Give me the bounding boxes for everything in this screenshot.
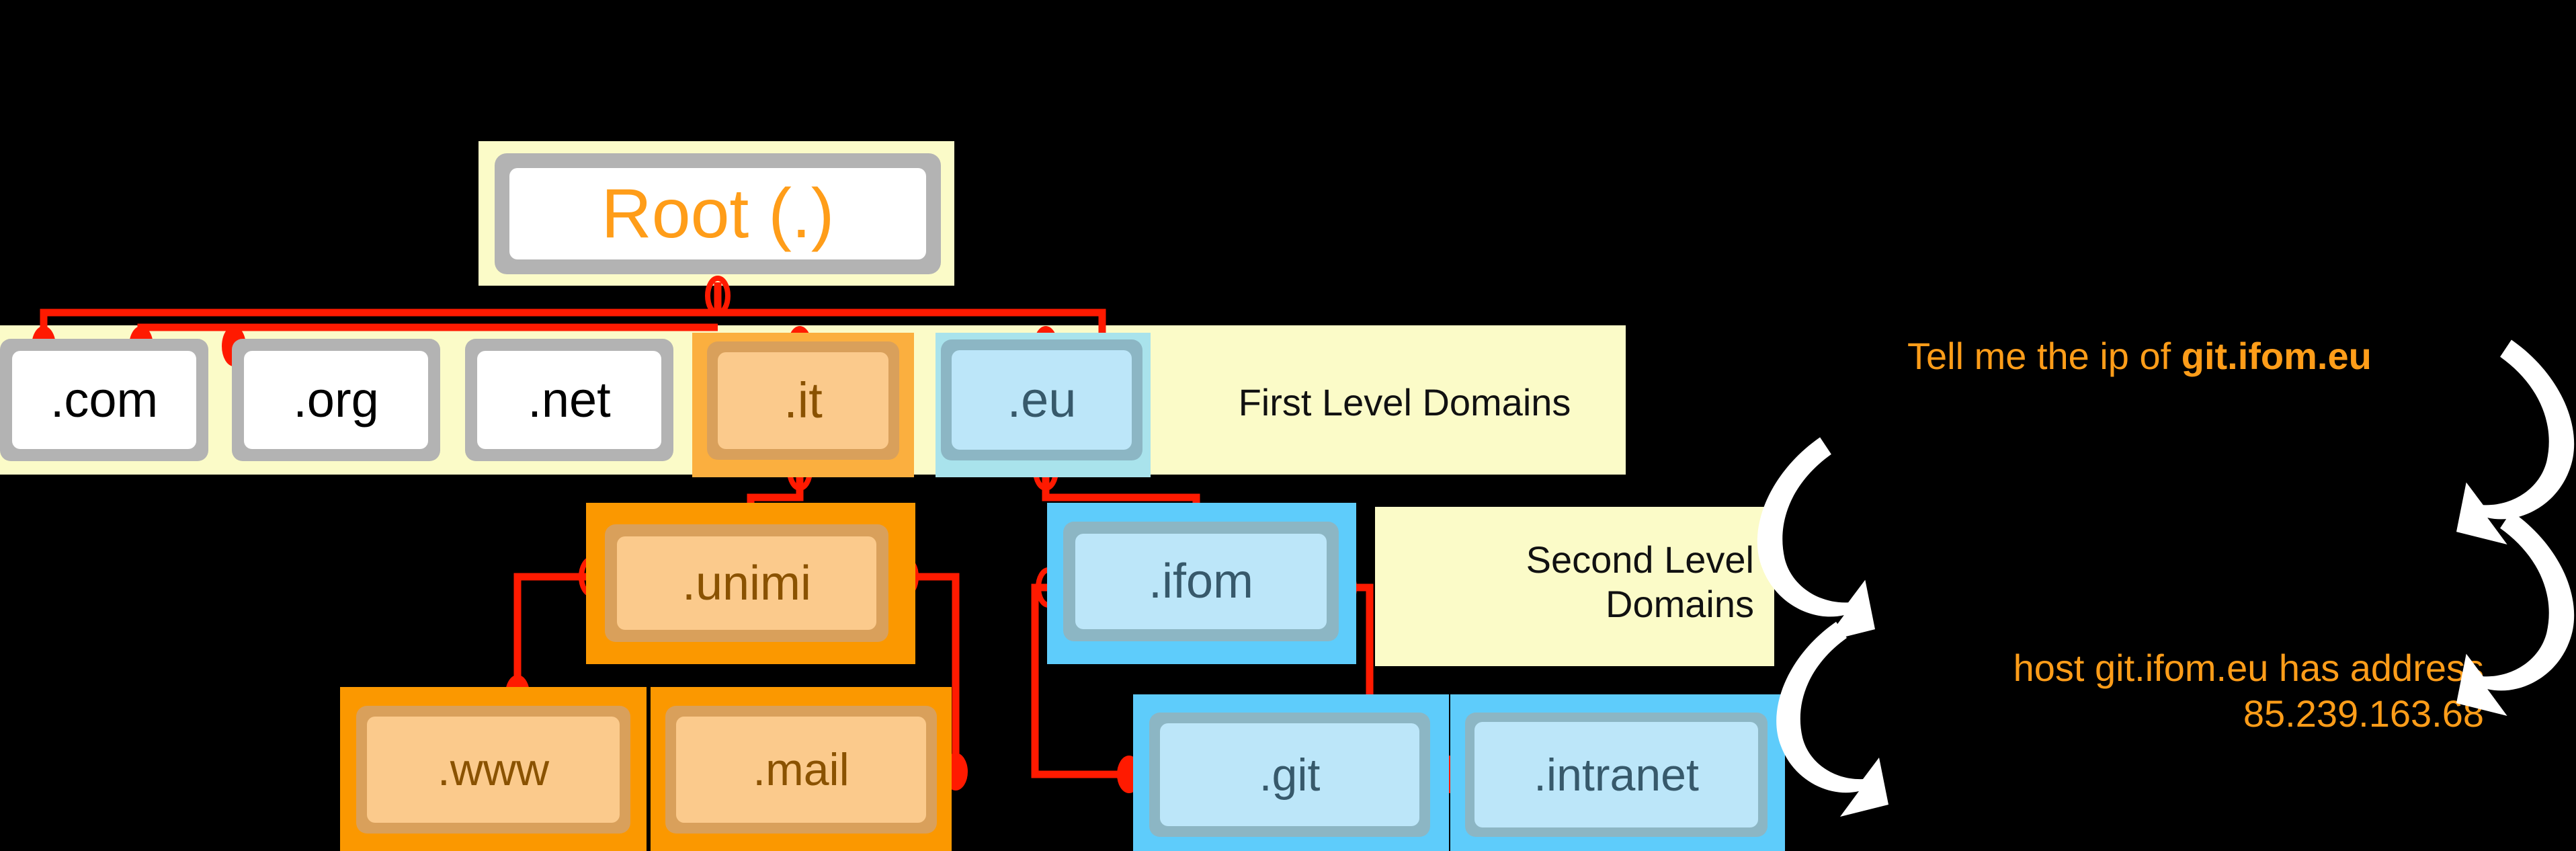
node-it-face: .it (718, 352, 888, 449)
second-level-caption: Second Level Domains (1526, 538, 1754, 626)
node-eu-label: .eu (1007, 372, 1077, 428)
node-org-label: .org (293, 372, 379, 428)
node-unimi-face: .unimi (617, 536, 876, 630)
node-org[interactable]: .org (232, 339, 440, 461)
curved-arrow-top-right-icon (2456, 339, 2575, 544)
node-net-label: .net (528, 372, 611, 428)
node-eu-face: .eu (952, 350, 1132, 450)
answer-line-1: host git.ifom.eu has address (2013, 647, 2484, 689)
node-net[interactable]: .net (465, 339, 673, 461)
node-intranet-face: .intranet (1474, 722, 1758, 827)
node-root-face: Root (.) (509, 168, 926, 259)
node-it-label: .it (784, 372, 823, 428)
curved-arrow-mid-left-icon (1757, 437, 1875, 642)
node-mail[interactable]: .mail (665, 706, 937, 834)
answer-line-2: 85.239.163.68 (2243, 692, 2484, 735)
query-annotation: Tell me the ip of git.ifom.eu (1907, 333, 2372, 379)
node-mail-label: .mail (753, 744, 849, 795)
node-it[interactable]: .it (707, 341, 899, 460)
node-intranet-label: .intranet (1534, 749, 1699, 801)
first-level-caption: First Level Domains (1238, 381, 1571, 423)
node-ifom-label: .ifom (1148, 555, 1254, 608)
node-com[interactable]: .com (0, 339, 208, 461)
node-ifom-face: .ifom (1075, 534, 1327, 629)
node-git[interactable]: .git (1149, 713, 1430, 837)
node-root-label: Root (.) (601, 175, 835, 253)
node-com-label: .com (50, 372, 159, 428)
node-www-label: .www (437, 744, 550, 795)
node-unimi-label: .unimi (681, 556, 812, 610)
query-prefix: Tell me the ip of (1907, 335, 2182, 377)
node-ifom[interactable]: .ifom (1063, 522, 1339, 641)
curved-arrow-bottom-left-icon (1776, 622, 1888, 817)
node-root[interactable]: Root (.) (495, 153, 941, 274)
query-domain: git.ifom.eu (2181, 335, 2372, 377)
node-unimi[interactable]: .unimi (605, 524, 888, 642)
node-www-face: .www (367, 717, 620, 823)
node-www[interactable]: .www (356, 706, 630, 834)
node-com-face: .com (12, 351, 196, 449)
node-org-face: .org (244, 351, 428, 449)
node-mail-face: .mail (676, 717, 926, 823)
node-git-label: .git (1259, 749, 1321, 801)
node-intranet[interactable]: .intranet (1465, 713, 1768, 837)
node-git-face: .git (1160, 723, 1419, 826)
node-net-face: .net (477, 351, 661, 449)
node-eu[interactable]: .eu (941, 339, 1142, 460)
